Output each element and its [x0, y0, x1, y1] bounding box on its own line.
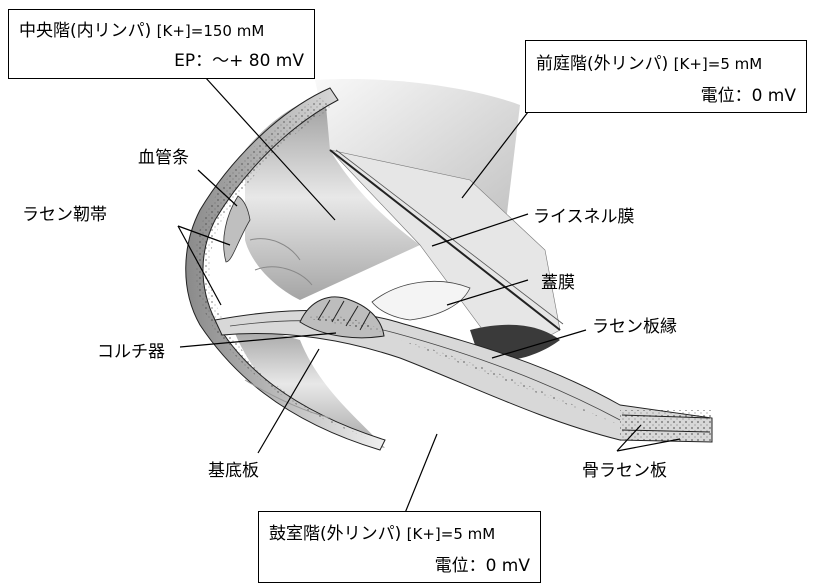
scala-tympani-potential: 電位：0 mV — [435, 551, 530, 576]
scala-vestibuli-callout: 前庭階(外リンパ) [K+]=5 mM 電位：0 mV — [525, 40, 807, 113]
scala-vestibuli-name: 前庭階(外リンパ) — [536, 54, 668, 74]
label-osseous-spiral-lamina: 骨ラセン板 — [582, 456, 667, 481]
scala-media-k: [K+]=150 mM — [157, 22, 265, 40]
scala-tympani-k: [K+]=5 mM — [407, 525, 496, 543]
scala-media-callout: 中央階(内リンパ) [K+]=150 mM EP：〜+ 80 mV — [8, 9, 315, 79]
scala-tympani-callout: 鼓室階(外リンパ) [K+]=5 mM 電位：0 mV — [258, 511, 541, 583]
scala-vestibuli-k: [K+]=5 mM — [674, 55, 763, 73]
label-tectorial-membrane: 蓋膜 — [541, 268, 575, 293]
label-spiral-ligament: ラセン靭帯 — [22, 200, 107, 225]
scala-media-potential: EP：〜+ 80 mV — [174, 46, 304, 71]
label-basilar-membrane: 基底板 — [208, 456, 259, 481]
label-organ-of-corti: コルチ器 — [97, 337, 165, 362]
label-stria-vascularis: 血管条 — [138, 143, 189, 168]
scala-media-name: 中央階(内リンパ) — [19, 21, 151, 41]
osseous-lamina-tip — [620, 410, 712, 442]
tectorial-membrane-shape — [372, 281, 470, 320]
label-spiral-limbus: ラセン板縁 — [592, 312, 677, 337]
label-reissner-membrane: ライスネル膜 — [533, 202, 635, 227]
scala-tympani-name: 鼓室階(外リンパ) — [269, 524, 401, 544]
scala-vestibuli-potential: 電位：0 mV — [701, 81, 796, 106]
